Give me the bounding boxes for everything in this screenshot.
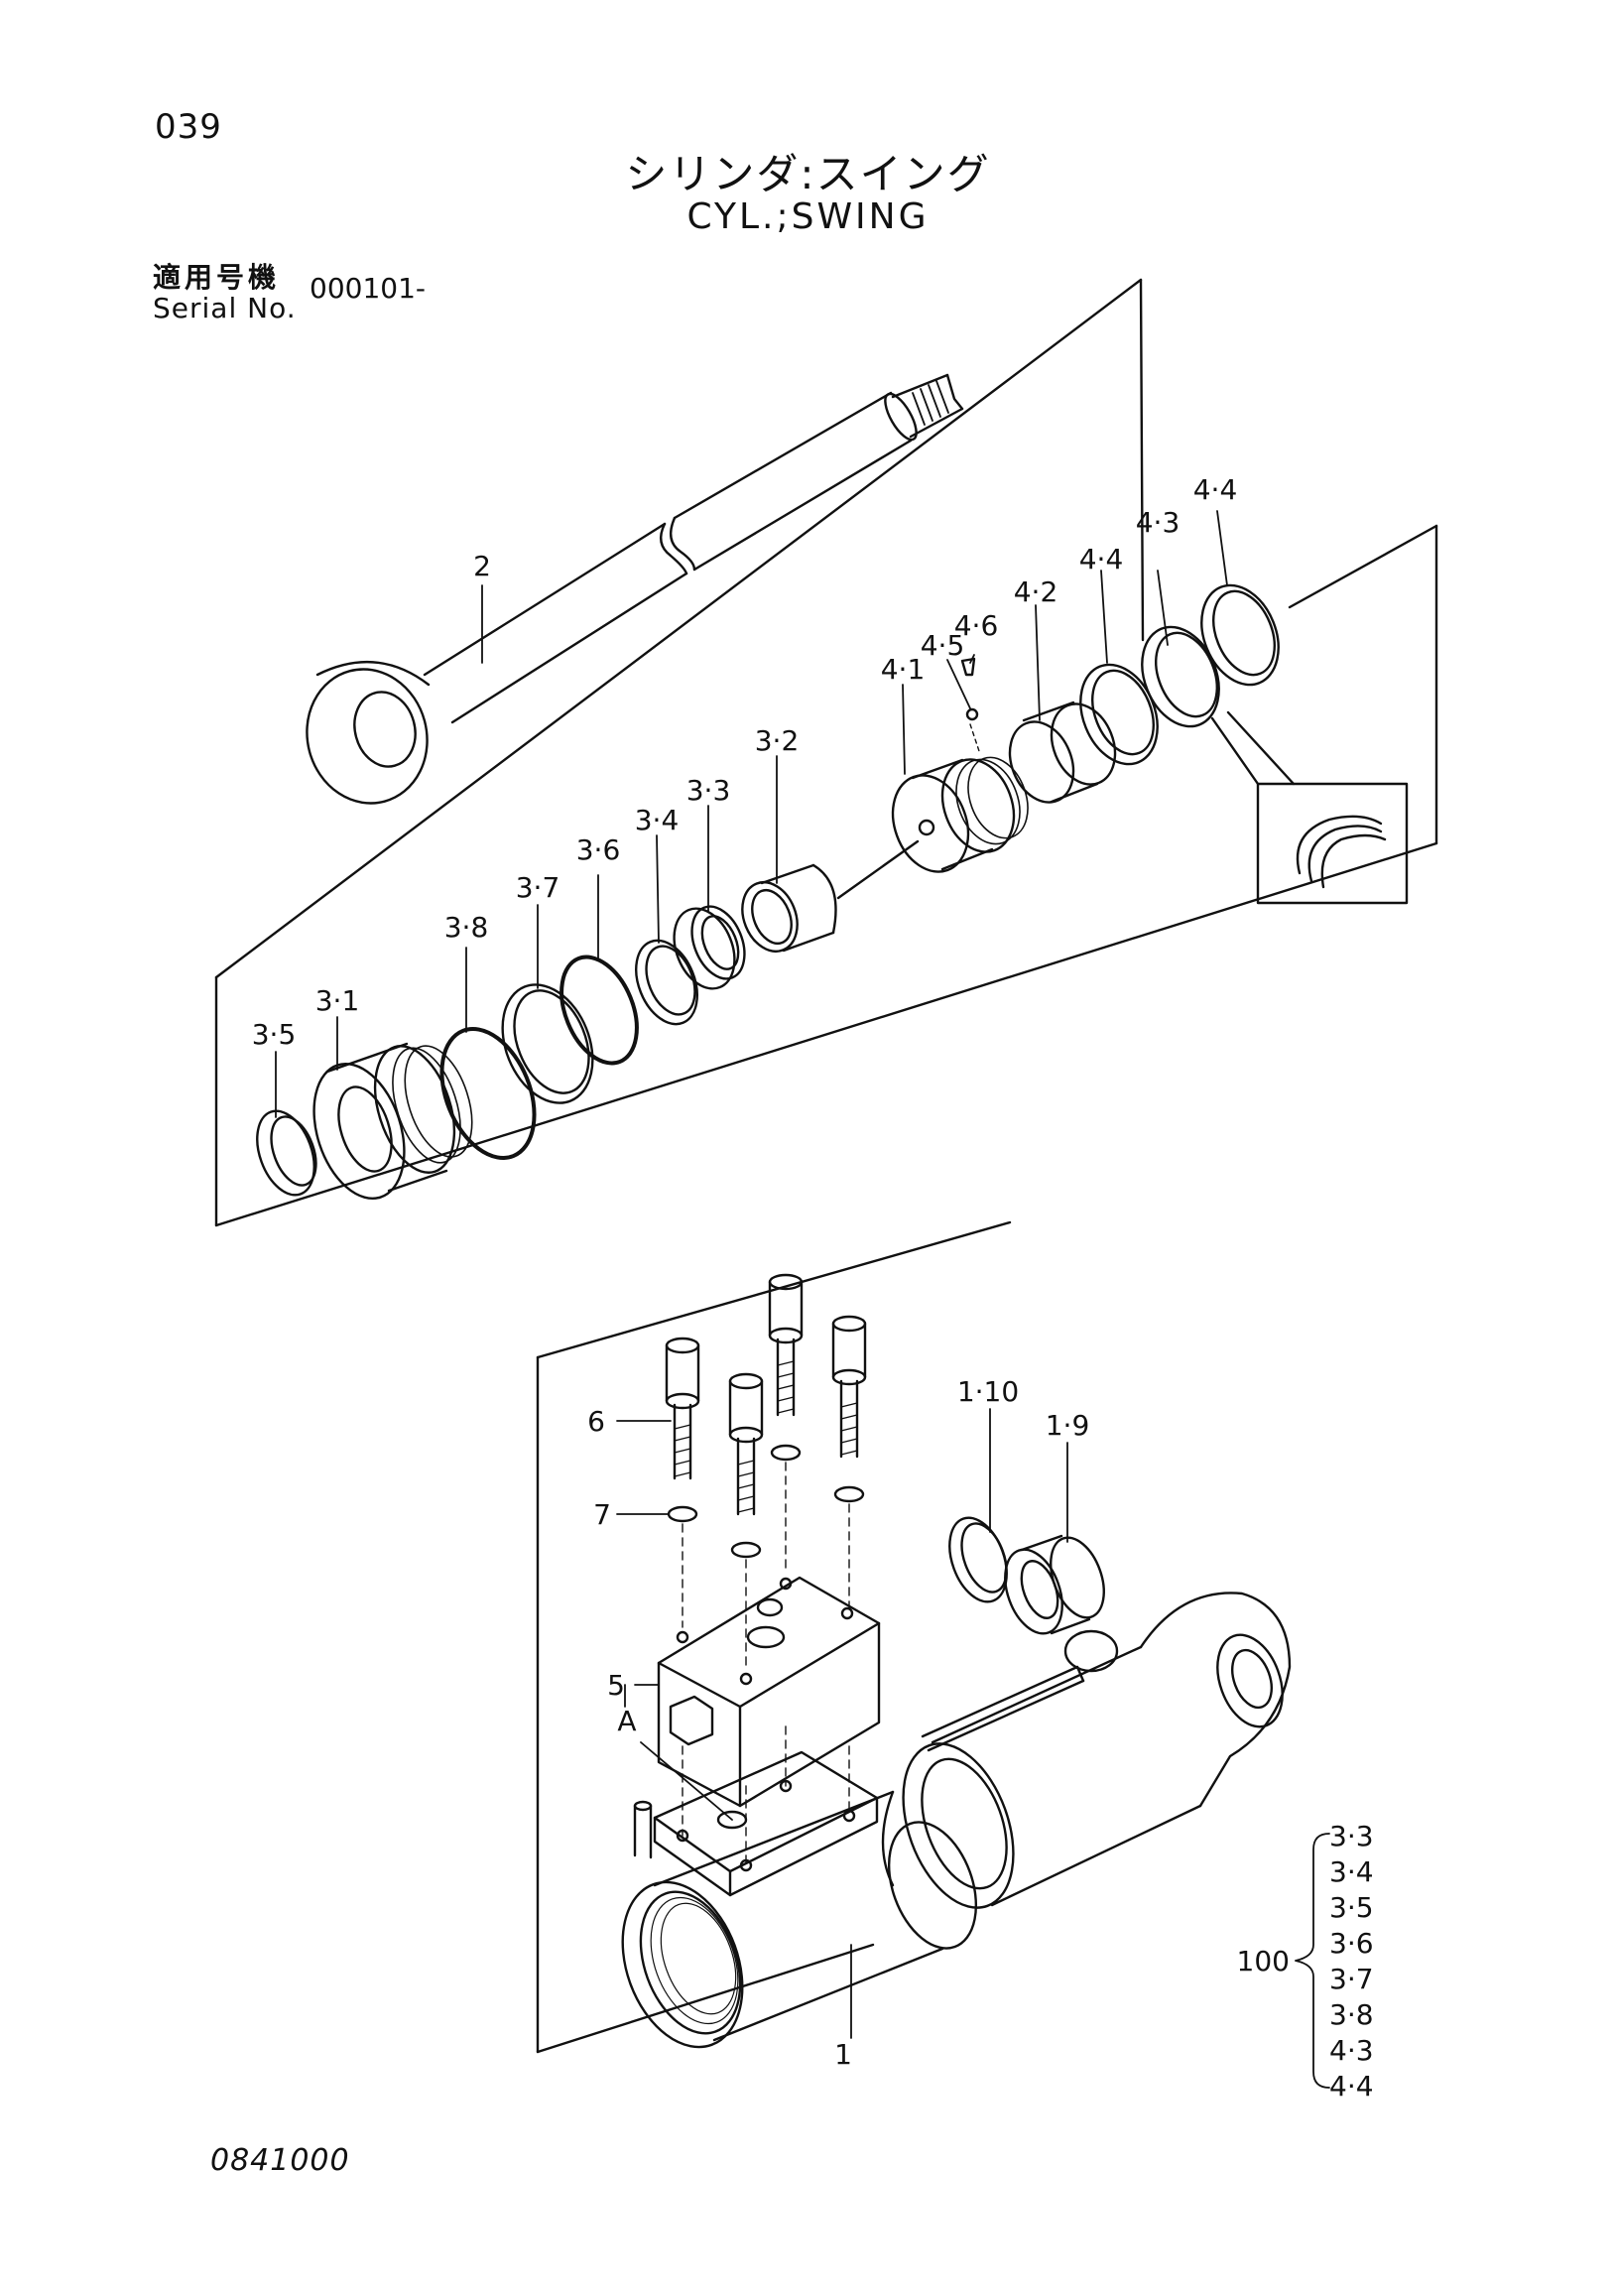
kit-item: 3·3: [1329, 1820, 1374, 1852]
kit-label: 100: [1237, 1945, 1290, 1977]
diagram-title-japanese: シリンダ:スイング: [625, 150, 991, 198]
callout-3-3: 3·3: [686, 774, 731, 807]
part-bolt-2: [728, 1372, 764, 1516]
part-plug-1-9: [1004, 1534, 1105, 1635]
page-number: 039: [155, 107, 222, 147]
callout-4-2: 4·2: [1014, 575, 1058, 608]
kit-item: 4·3: [1329, 2034, 1374, 2067]
part-bolt-3: [768, 1273, 804, 1417]
part-valve-block: [657, 1576, 881, 1808]
callout-4-3: 4·3: [1136, 506, 1181, 539]
seal-detail-inset: [1210, 710, 1409, 905]
callout-3-4: 3·4: [635, 804, 680, 836]
part-snap-ring-3-5: [256, 1109, 317, 1197]
part-cylinder-tube: [621, 1750, 978, 2049]
callout-7: 7: [593, 1498, 611, 1531]
part-washer-2: [730, 1541, 762, 1559]
part-washer-1: [667, 1505, 698, 1523]
part-seal-3-4: [635, 939, 698, 1026]
callout-4-1: 4·1: [881, 653, 926, 686]
kit-item: 4·4: [1329, 2070, 1374, 2103]
callout-3-5: 3·5: [252, 1018, 297, 1051]
part-steel-ball: [965, 707, 979, 721]
leader-lines: [275, 510, 1228, 2039]
callout-4-6: 4·6: [954, 609, 999, 642]
part-backup-ring-3-7: [501, 983, 594, 1104]
callout-3-7: 3·7: [516, 871, 560, 904]
part-washer-4: [833, 1485, 865, 1503]
kit-brace: [1295, 1833, 1330, 2089]
part-seal-4-4-right: [1200, 583, 1280, 687]
upper-assembly-frame: [214, 278, 1438, 1227]
callout-1: 1: [834, 2038, 852, 2071]
serial-label-japanese: 適用号機: [153, 261, 281, 294]
callout-1-9: 1·9: [1046, 1409, 1090, 1442]
diagram-title-english: CYL.;SWING: [686, 196, 930, 237]
callout-4-5: 4·5: [921, 629, 965, 662]
callout-5: 5: [607, 1669, 625, 1702]
serial-label-english: Serial No.: [153, 292, 297, 324]
callout-6: 6: [587, 1405, 605, 1438]
part-snap-ring-1-10: [948, 1516, 1008, 1603]
callout-1-10: 1·10: [957, 1375, 1019, 1408]
callout-3-6: 3·6: [576, 833, 621, 866]
part-bushing-3-2: [741, 863, 837, 953]
bolt-axis-lines: [682, 1462, 850, 1866]
part-wear-ring-4-2: [1008, 701, 1117, 804]
callout-3-2: 3·2: [755, 724, 800, 757]
part-bolt-1: [665, 1337, 700, 1480]
part-piston-rod: [306, 373, 964, 805]
kit-item: 3·8: [1329, 1998, 1374, 2031]
part-set-screw: [960, 657, 976, 677]
kit-item: 3·7: [1329, 1963, 1374, 1995]
lower-assembly-frame: [536, 1220, 1012, 2054]
kit-item: 3·4: [1329, 1855, 1374, 1888]
kit-item: 3·5: [1329, 1891, 1374, 1924]
part-o-ring-3-6: [559, 955, 639, 1066]
part-cylinder-barrel: [902, 1592, 1292, 1909]
serial-number-value: 000101-: [310, 272, 426, 305]
callout-4-4-left: 4·4: [1079, 543, 1124, 575]
callout-a: A: [617, 1705, 636, 1737]
callout-2: 2: [473, 550, 491, 582]
callout-3-1: 3·1: [315, 984, 360, 1017]
kit-item: 3·6: [1329, 1927, 1374, 1960]
part-seal-3-3: [673, 905, 746, 990]
part-washer-3: [770, 1444, 802, 1462]
callout-4-4-right: 4·4: [1193, 473, 1238, 506]
part-bolt-4: [831, 1315, 867, 1459]
drawing-number: 0841000: [210, 2143, 350, 2178]
rod-axis-line: [836, 839, 920, 900]
part-piston: [891, 756, 1029, 873]
part-o-ring-3-8: [439, 1027, 537, 1160]
callout-3-8: 3·8: [444, 911, 489, 944]
